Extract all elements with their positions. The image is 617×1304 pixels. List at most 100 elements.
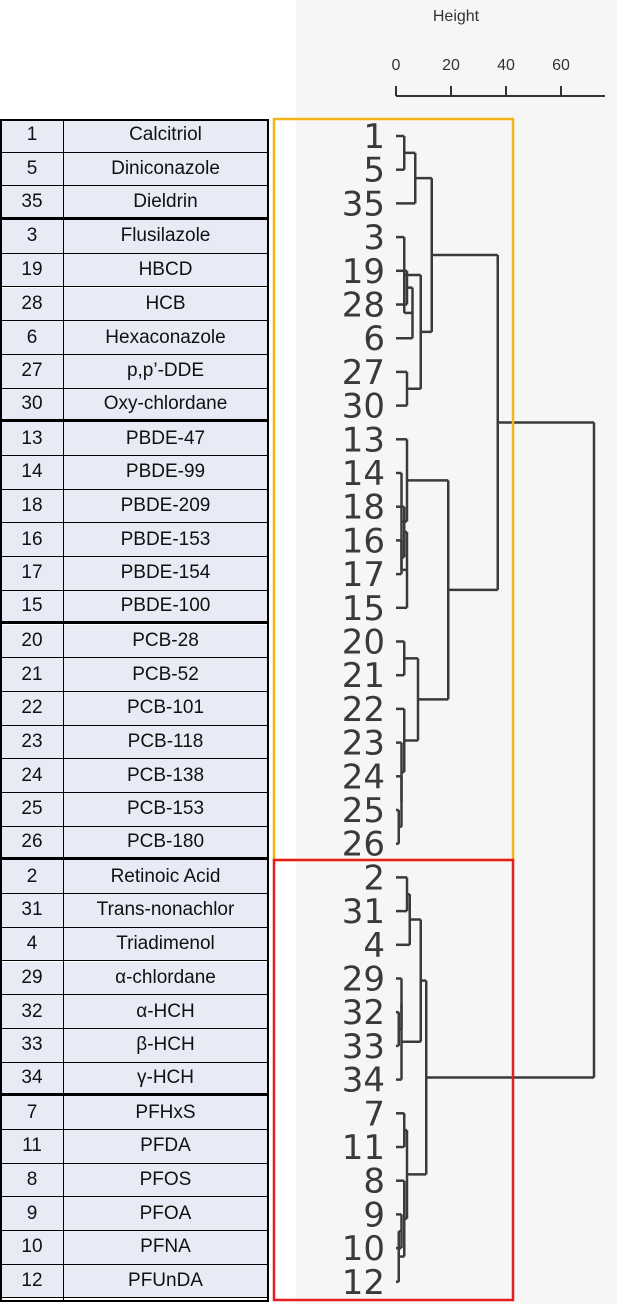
- compound-name: PBDE-153: [120, 528, 211, 550]
- leaf-label: 33: [342, 1027, 385, 1067]
- axis-tick-label: 40: [497, 57, 515, 74]
- compound-name: PFUnDA: [128, 1270, 203, 1292]
- compound-id: 7: [26, 1101, 38, 1123]
- leaf-label: 13: [342, 420, 385, 460]
- table-row: 32 α-HCH: [1, 995, 268, 1029]
- compound-id: 24: [21, 764, 43, 786]
- leaf-label: 1: [363, 117, 385, 157]
- compound-id: 9: [26, 1202, 38, 1224]
- compound-name: Dieldrin: [133, 190, 198, 212]
- compound-name: Diniconazole: [111, 158, 220, 180]
- compound-name: PCB-180: [126, 831, 205, 853]
- compound-id: 20: [21, 629, 43, 651]
- compound-id: 1: [26, 124, 38, 146]
- compound-name: HBCD: [138, 259, 193, 281]
- table-row: 9 PFOA: [1, 1197, 268, 1232]
- table-row: 26 PCB-180: [1, 826, 268, 861]
- compound-id: 25: [21, 798, 43, 820]
- compound-id: 8: [26, 1169, 38, 1191]
- table-row: 24 PCB-138: [1, 759, 268, 793]
- leaf-label: 22: [342, 690, 385, 730]
- leaf-label: 20: [342, 623, 385, 663]
- compound-name: PFNA: [140, 1236, 191, 1258]
- compound-id: 2: [26, 865, 38, 887]
- compound-id: 10: [21, 1236, 43, 1258]
- compound-id: 17: [21, 562, 43, 584]
- table-row: 5 Diniconazole: [1, 152, 268, 187]
- leaf-label: 7: [363, 1094, 385, 1134]
- leaf-label: 29: [342, 960, 385, 1000]
- leaf-label: 21: [342, 656, 385, 696]
- table-row: 1 Calcitriol: [1, 119, 268, 153]
- leaf-label: 8: [363, 1162, 385, 1202]
- compound-id: 21: [21, 663, 43, 685]
- axis-title: Height: [433, 8, 480, 25]
- table-row: 2 Retinoic Acid: [1, 860, 268, 895]
- compound-name: Hexaconazole: [105, 326, 226, 348]
- dendrogram-tree: [396, 134, 596, 1284]
- leaf-label: 19: [342, 252, 385, 292]
- compound-name: PBDE-100: [120, 595, 211, 617]
- leaf-label: 4: [363, 926, 385, 966]
- leaf-label: 9: [363, 1195, 385, 1235]
- leaf-label: 5: [363, 151, 385, 191]
- leaf-label: 23: [342, 724, 385, 764]
- compound-name: PBDE-209: [120, 495, 211, 517]
- compound-id: 26: [21, 831, 43, 853]
- leaf-label: 6: [363, 319, 385, 359]
- compound-name: Oxy-chlordane: [103, 392, 228, 414]
- compound-name: PBDE-47: [125, 427, 206, 449]
- compound-id: 14: [21, 461, 43, 483]
- table-row: 19 HBCD: [1, 253, 268, 288]
- compound-name: α-HCH: [136, 1000, 195, 1022]
- compound-id: 31: [21, 899, 43, 921]
- plot-background: [296, 0, 617, 1304]
- compound-id: 11: [22, 1135, 42, 1157]
- leaf-label: 12: [342, 1263, 385, 1303]
- compound-id: 19: [21, 259, 43, 281]
- compound-name: Retinoic Acid: [110, 865, 221, 887]
- compound-id: 28: [21, 292, 43, 314]
- axis-tick-label: 20: [442, 57, 460, 74]
- compound-name: PCB-52: [132, 663, 199, 685]
- compound-id: 12: [21, 1270, 43, 1292]
- compound-id: 16: [21, 528, 43, 550]
- axis-tick-label: 60: [552, 57, 570, 74]
- table-row: 12 PFUnDA: [1, 1264, 268, 1299]
- table-row: 10 PFNA: [1, 1231, 268, 1265]
- compound-name: PFOS: [139, 1169, 192, 1191]
- compound-name: Calcitriol: [129, 124, 202, 146]
- compound-id: 5: [26, 158, 38, 180]
- table-row: 16 PBDE-153: [1, 523, 268, 558]
- compound-id: 33: [21, 1034, 43, 1056]
- leaf-label: 10: [342, 1229, 385, 1269]
- table-row: 21 PCB-52: [1, 658, 268, 692]
- compound-name: α-chlordane: [115, 966, 216, 988]
- compound-id: 32: [21, 1000, 43, 1022]
- compound-name: PCB-138: [126, 764, 205, 786]
- compound-name: PCB-101: [126, 697, 205, 719]
- leaf-label: 3: [363, 218, 385, 258]
- compound-id: 13: [21, 427, 43, 449]
- leaf-labels: 1535319286273013141816171520212223242526…: [342, 117, 385, 1303]
- compound-name: PFOA: [139, 1202, 192, 1224]
- leaf-label: 25: [342, 791, 385, 831]
- leaf-label: 27: [342, 353, 385, 393]
- compound-name: Triadimenol: [116, 933, 215, 955]
- table-row: 13 PBDE-47: [1, 422, 268, 456]
